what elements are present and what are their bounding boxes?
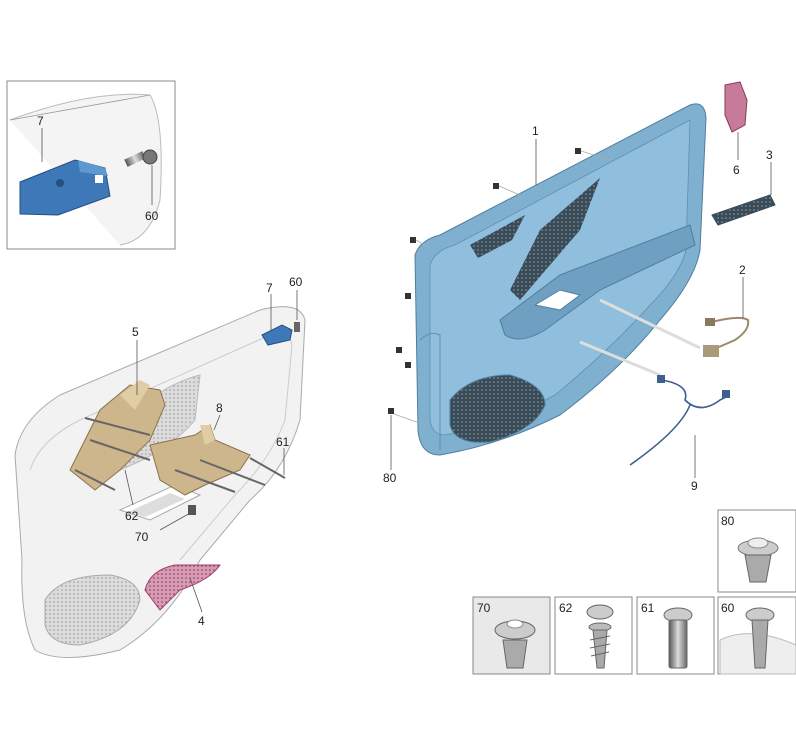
callout-1: 1 xyxy=(532,124,539,138)
callout-62: 62 xyxy=(125,509,139,523)
bolt-60-detail xyxy=(124,149,158,167)
callout-4: 4 xyxy=(198,614,205,628)
part-6 xyxy=(724,81,748,133)
inset-label-60: 60 xyxy=(721,601,735,615)
callout-70: 70 xyxy=(135,530,149,544)
callout-7-main: 7 xyxy=(266,281,273,295)
screws-61 xyxy=(174,457,286,493)
panel-clips xyxy=(388,148,581,414)
detail-box-bracket: 7 60 xyxy=(6,80,176,250)
inset-label-62: 62 xyxy=(559,601,573,615)
inset-label-70: 70 xyxy=(477,601,491,615)
part-2-cable xyxy=(703,316,750,357)
callout-6: 6 xyxy=(733,163,740,177)
leaders-right xyxy=(390,132,772,478)
screws-62 xyxy=(74,417,151,491)
leaders-left xyxy=(124,290,298,613)
callout-80: 80 xyxy=(383,471,397,485)
callout-60-detail: 60 xyxy=(145,209,159,223)
speaker-grille-carrier xyxy=(44,574,141,646)
callout-7-detail: 7 xyxy=(37,114,44,128)
inset-label-80: 80 xyxy=(721,514,735,528)
clip-70 xyxy=(188,505,196,515)
bracket-7-main xyxy=(261,324,293,346)
panel-clip-lines xyxy=(393,150,611,426)
inset-62: 62 xyxy=(554,596,633,675)
door-trim-panel-1 xyxy=(414,103,707,456)
mesh-4 xyxy=(144,564,221,611)
inset-label-61: 61 xyxy=(641,601,655,615)
callout-5: 5 xyxy=(132,325,139,339)
part-9-cable xyxy=(629,375,731,466)
bolt-60-main xyxy=(294,322,300,332)
callout-60-main: 60 xyxy=(289,275,303,289)
part-3-mesh-strip xyxy=(711,194,776,226)
inset-70: 70 xyxy=(472,596,551,675)
inset-80: 80 xyxy=(717,509,796,593)
callout-8: 8 xyxy=(216,401,223,415)
assembly-rods xyxy=(579,298,701,377)
callout-9: 9 xyxy=(691,479,698,493)
bracket-7-detail xyxy=(19,159,111,216)
callout-3: 3 xyxy=(766,148,773,162)
callout-61: 61 xyxy=(276,435,290,449)
inset-61: 61 xyxy=(636,596,715,675)
inset-60: 60 xyxy=(717,596,796,675)
speaker-grille-panel xyxy=(449,374,546,443)
callout-2: 2 xyxy=(739,263,746,277)
